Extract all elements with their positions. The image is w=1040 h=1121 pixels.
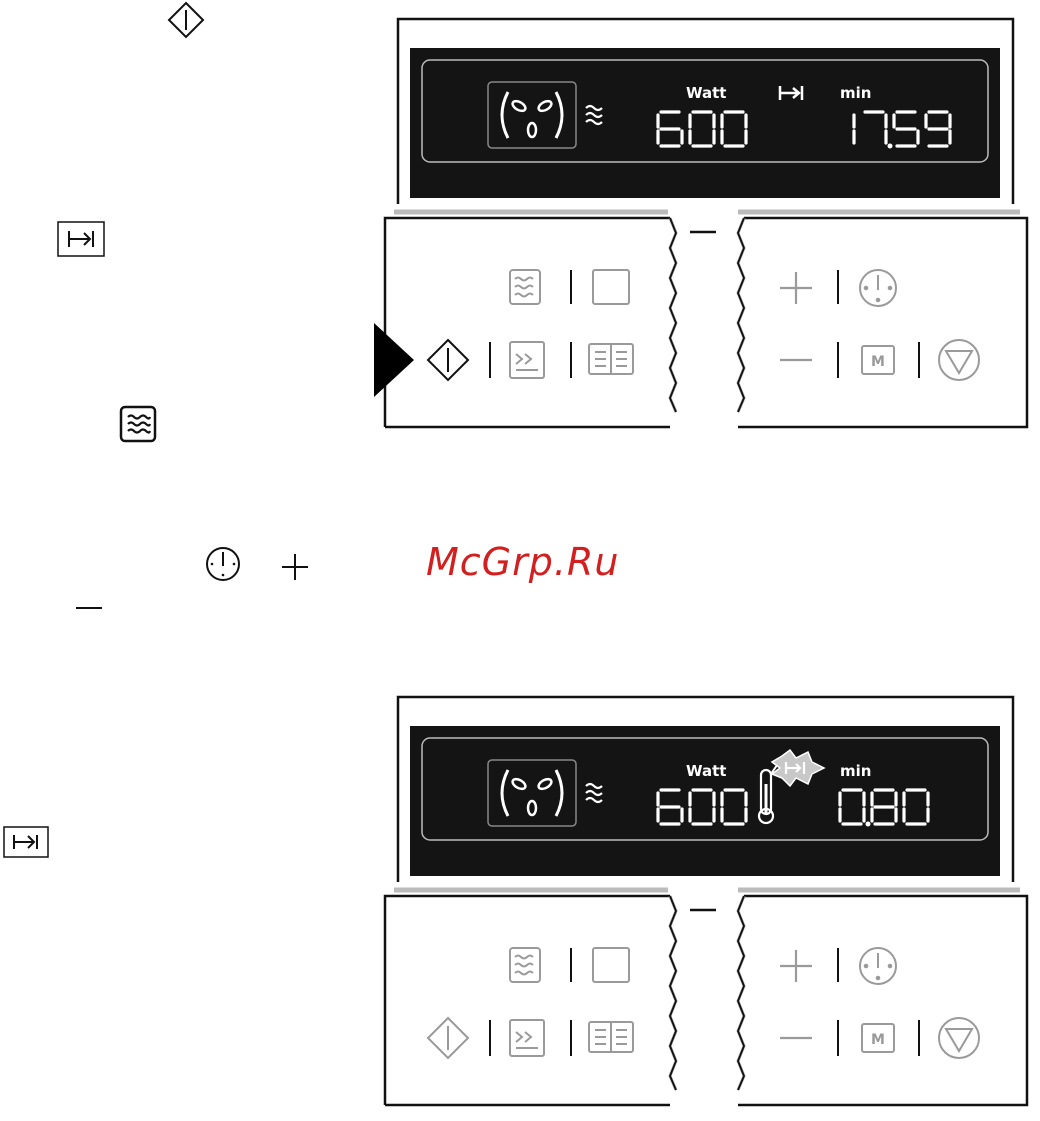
microwave-button[interactable] [510,948,540,982]
plus-button[interactable] [780,272,812,304]
min-label: min [840,762,871,780]
memory-button[interactable]: M [862,1024,894,1052]
watt-label: Watt [686,84,726,102]
clock-button[interactable] [860,948,896,984]
start-diamond-icon [166,0,206,40]
programs-book-button[interactable] [589,1022,633,1052]
microwave-icon [118,404,158,444]
end-time-icon [3,826,49,858]
microwave-button[interactable] [510,270,540,304]
programs-book-button[interactable] [589,344,633,374]
start-button[interactable] [428,1018,468,1058]
stop-button[interactable] [939,340,979,380]
watermark: McGrp.Ru [426,540,619,584]
pointer-arrow [374,323,414,397]
stop-button[interactable] [939,1018,979,1058]
quick-start-button[interactable] [510,342,544,378]
clock-button[interactable] [860,270,896,306]
watt-label: Watt [686,762,726,780]
start-button[interactable] [428,340,468,380]
blank-button[interactable] [593,948,629,982]
quick-start-button[interactable] [510,1020,544,1056]
decimal-point [888,144,893,149]
memory-button[interactable]: M [862,346,894,374]
memory-m-icon: M [871,1032,885,1048]
control-panel-1: Watt min [368,14,1040,434]
display-screen [410,726,1000,876]
decimal-point [866,822,871,827]
minus-icon [72,598,106,618]
control-panel-2: Watt min [368,692,1040,1112]
blank-button[interactable] [593,270,629,304]
display-screen [410,48,1000,198]
memory-m-icon: M [871,354,885,370]
plus-button[interactable] [780,950,812,982]
clock-icon [203,544,243,584]
plus-icon [278,550,312,584]
min-label: min [840,84,871,102]
end-time-icon [57,221,105,257]
